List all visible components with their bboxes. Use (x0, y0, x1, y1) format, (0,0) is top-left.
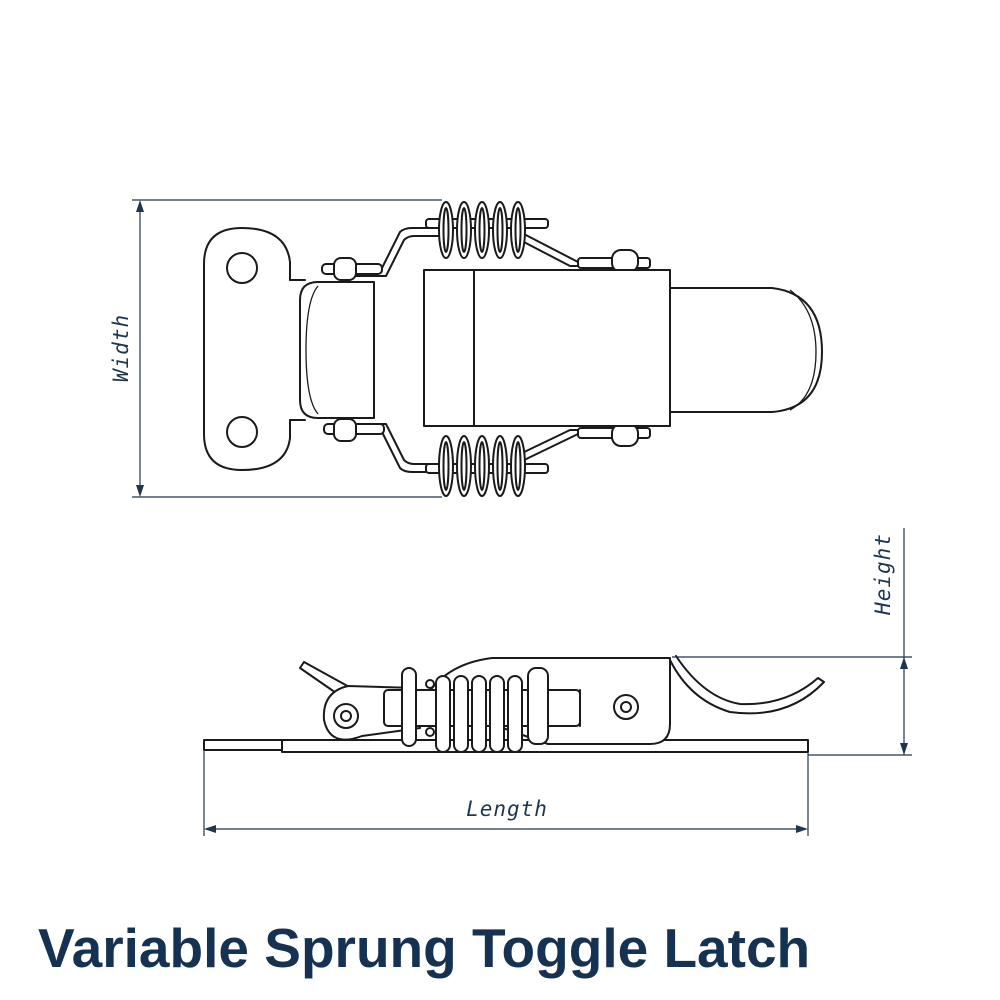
base-plate (203, 227, 291, 471)
height-label: Height (871, 533, 895, 616)
side-pivot-right (613, 694, 639, 720)
dimension-lines: Width Height Length (109, 199, 912, 836)
base-slot (299, 281, 375, 419)
spring-upper (425, 201, 549, 259)
side-base-left (203, 739, 285, 751)
top-view (203, 201, 823, 497)
latch-hook (667, 287, 823, 413)
side-view (203, 655, 825, 753)
mounting-hole-bottom (226, 416, 258, 448)
spring-lower (425, 435, 549, 497)
side-hook (669, 655, 825, 715)
length-label: Length (466, 797, 548, 821)
side-spring (401, 667, 549, 753)
wire-loop-upper (351, 227, 441, 269)
latch-body (423, 269, 671, 427)
mounting-hole-top (226, 252, 258, 284)
side-pivot-left (333, 703, 359, 729)
width-label: Width (109, 314, 133, 382)
page-title: Variable Sprung Toggle Latch (38, 917, 811, 979)
wire-loop-lower (351, 431, 441, 473)
